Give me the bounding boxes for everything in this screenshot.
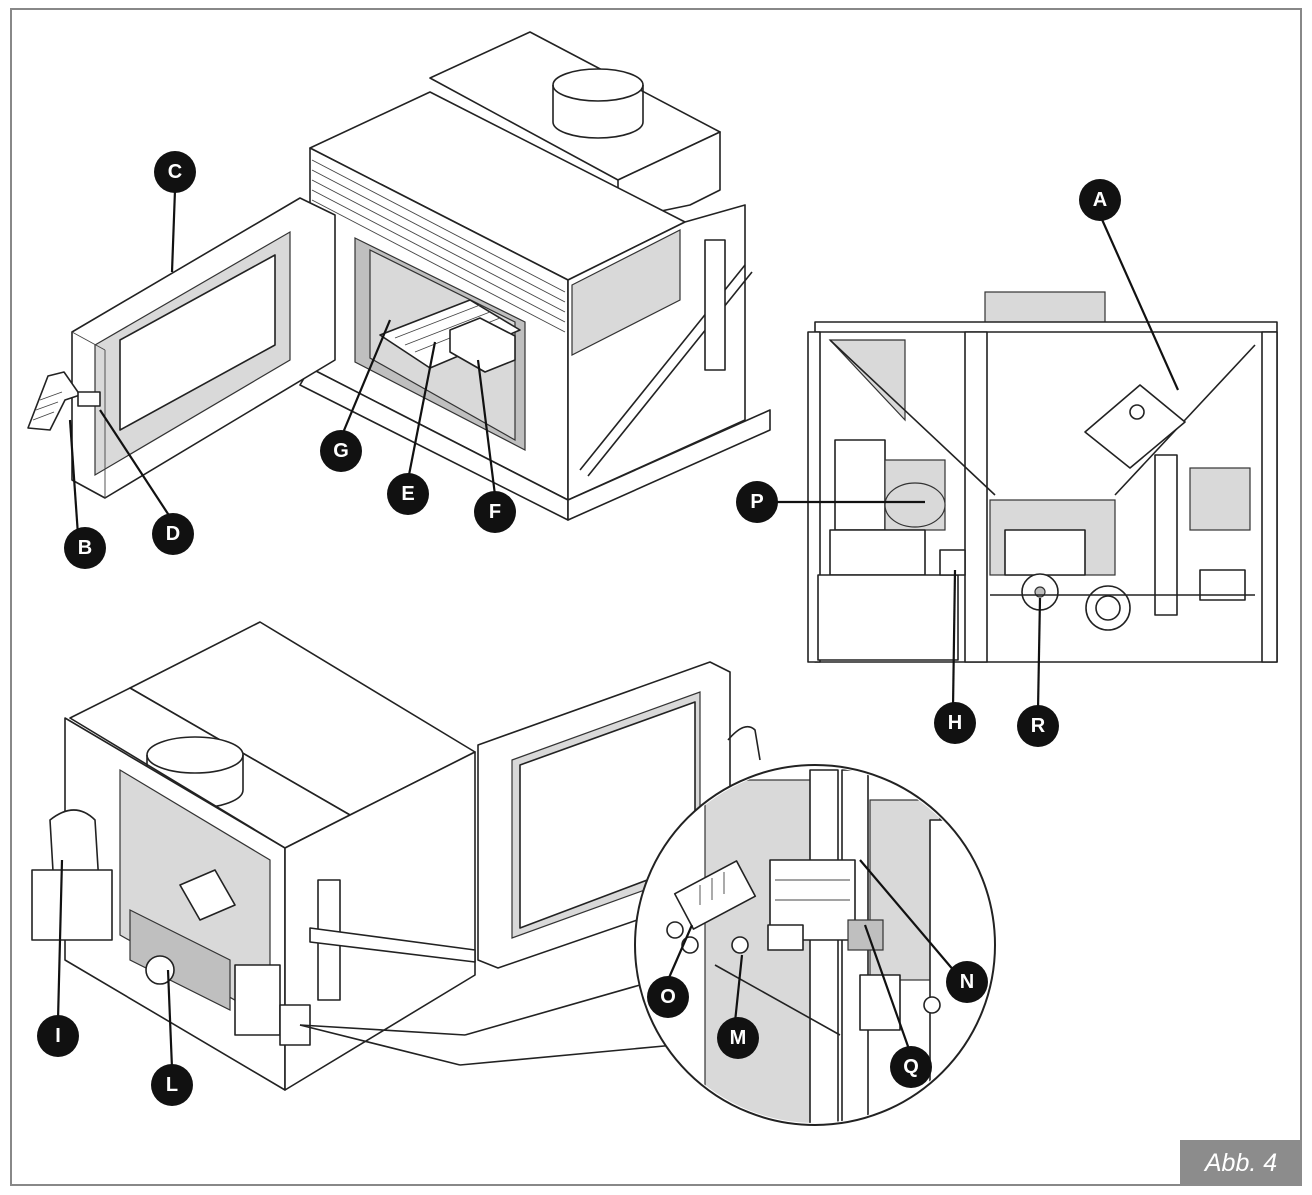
label-badge-i: I: [37, 1015, 79, 1057]
label-badge-g: G: [320, 430, 362, 472]
view-rear-isometric: [31, 621, 761, 1091]
label-badge-m: M: [717, 1017, 759, 1059]
label-b: B: [78, 537, 92, 559]
view-front-open-door: [27, 31, 771, 521]
label-badge-d: D: [152, 513, 194, 555]
label-badge-r: R: [1017, 705, 1059, 747]
label-badge-e: E: [387, 473, 429, 515]
label-h: H: [948, 712, 962, 734]
label-g: G: [333, 440, 349, 462]
label-badge-f: F: [474, 491, 516, 533]
label-q: Q: [903, 1056, 919, 1078]
label-badge-c: C: [154, 151, 196, 193]
label-badge-n: N: [946, 961, 988, 1003]
label-c: C: [168, 161, 182, 183]
figure-frame: [10, 8, 1302, 1186]
label-r: R: [1031, 715, 1046, 737]
leader-lines: [56, 189, 1180, 1069]
label-a: A: [1093, 189, 1107, 211]
label-badge-o: O: [647, 976, 689, 1018]
view-side-internal: [807, 291, 1278, 663]
label-e: E: [401, 483, 414, 505]
label-m: M: [730, 1027, 747, 1049]
label-badge-l: L: [151, 1064, 193, 1106]
label-badge-a: A: [1079, 179, 1121, 221]
label-l: L: [166, 1074, 178, 1096]
label-d: D: [166, 523, 180, 545]
label-p: P: [750, 491, 763, 513]
label-i: I: [55, 1025, 61, 1047]
label-badge-p: P: [736, 481, 778, 523]
label-f: F: [489, 501, 501, 523]
label-badge-q: Q: [890, 1046, 932, 1088]
label-o: O: [660, 986, 676, 1008]
figure-caption: Abb. 4: [1180, 1140, 1302, 1186]
label-n: N: [960, 971, 974, 993]
label-badge-h: H: [934, 702, 976, 744]
label-badge-b: B: [64, 527, 106, 569]
letter-badges: A B C D E F G H: [37, 151, 1121, 1106]
